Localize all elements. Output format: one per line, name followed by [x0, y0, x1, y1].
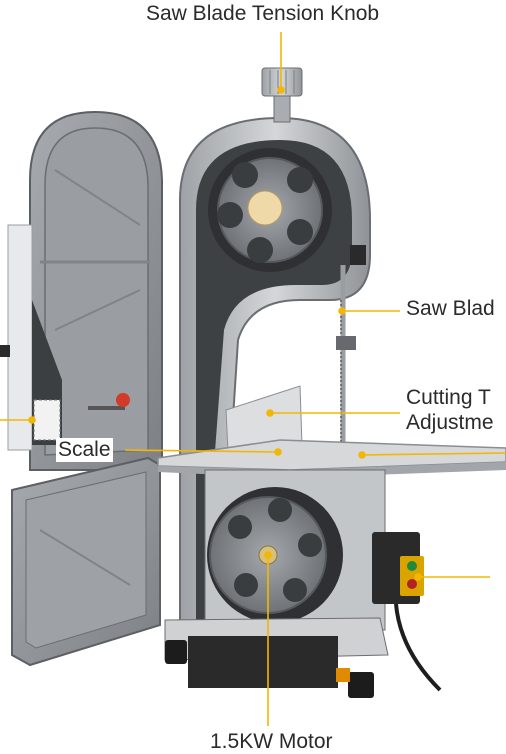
leader-scale: [124, 449, 279, 453]
saw-blade: [336, 245, 366, 460]
label-saw-blade: Saw Blad: [406, 297, 495, 320]
base: [164, 617, 389, 698]
lower-housing: [204, 469, 386, 631]
adjust-knob: [88, 393, 130, 410]
lower-door: [11, 456, 161, 667]
leader-lines: [0, 32, 506, 726]
leader-dot-tension-knob: [277, 86, 285, 94]
upper-wheel: [208, 148, 332, 272]
label-scale: Scale: [56, 438, 113, 462]
label-motor: 1.5KW Motor: [210, 730, 333, 753]
switch-box: [372, 532, 442, 692]
tension-knob: [261, 67, 303, 123]
blade-guard-left: [0, 224, 62, 451]
upper-door: [29, 110, 163, 471]
label-tension-knob: Saw Blade Tension Knob: [146, 2, 380, 25]
label-cutting-table-1: Cutting T: [406, 386, 491, 409]
leader-table-edge: [361, 452, 506, 456]
label-cutting-table-2: Adjustme: [406, 411, 494, 434]
